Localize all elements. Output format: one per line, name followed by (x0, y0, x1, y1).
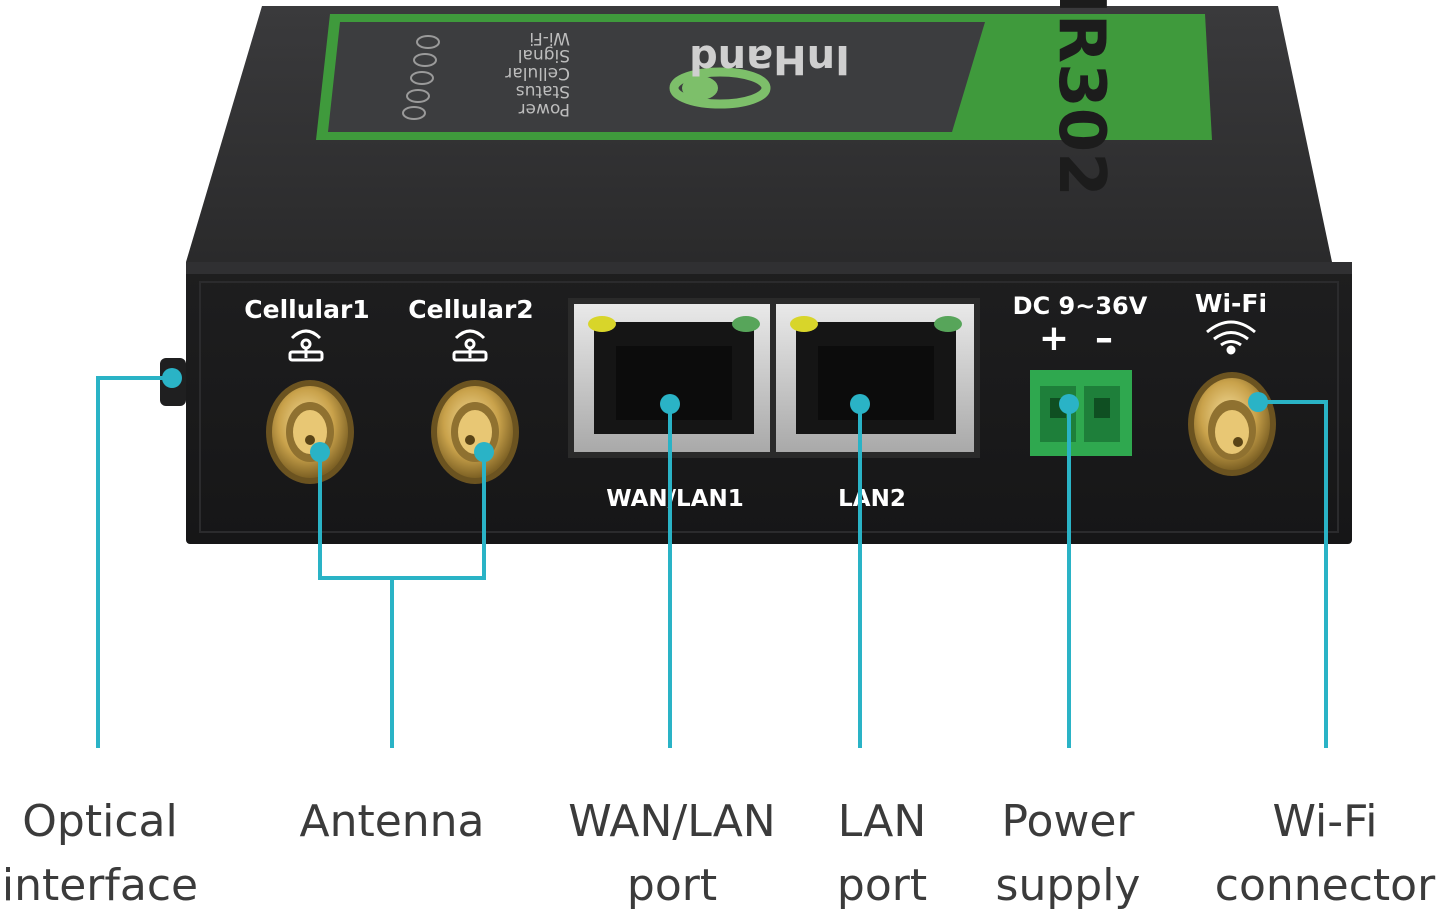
callout-line1: WAN/LAN (568, 796, 776, 847)
callout-power-supply: Power supply (978, 790, 1158, 911)
callout-line2: port (836, 860, 928, 911)
callout-dot (660, 394, 680, 414)
led-label-signal: Signal (518, 45, 570, 65)
top-led-indicators (402, 35, 440, 120)
callout-line2: connector (1214, 860, 1436, 911)
port-led-yellow (588, 316, 616, 332)
wifi-sma-connector (1188, 372, 1276, 476)
cellular1-label: Cellular1 (244, 295, 369, 324)
callout-lines (96, 376, 1328, 748)
port-led-green (934, 316, 962, 332)
antenna-icon (452, 329, 488, 362)
callout-dot (1248, 392, 1268, 412)
top-led-label-group: Power Status Cellular Signal Wi-Fi (505, 28, 570, 119)
callout-line1: Power (1001, 796, 1135, 847)
callout-lan-port: LAN port (812, 790, 952, 911)
port-led-yellow (790, 316, 818, 332)
led-label-cellular: Cellular (505, 63, 570, 83)
callout-line1: LAN (837, 796, 927, 847)
callout-antenna: Antenna (282, 790, 502, 854)
callout-line2: interface (1, 860, 199, 911)
led-label-status: Status (516, 81, 570, 101)
cellular1-sma-connector (266, 380, 354, 484)
callout-line-antenna (318, 452, 486, 580)
callout-optical-interface: Optical interface (0, 790, 200, 911)
dc-minus-label: – (1095, 318, 1113, 359)
led-label-wifi: Wi-Fi (529, 28, 570, 48)
antenna-icon (288, 329, 324, 362)
cellular2-sma-connector (431, 380, 519, 484)
callout-line-optical (96, 376, 172, 748)
wifi-label: Wi-Fi (1195, 289, 1267, 318)
callout-wifi-connector: Wi-Fi connector (1205, 790, 1445, 911)
power-terminal-block (1030, 370, 1132, 456)
callout-line2: port (626, 860, 718, 911)
callout-dot (474, 442, 494, 462)
callout-dot (162, 368, 182, 388)
dc-plus-label: + (1039, 318, 1069, 359)
wan-lan1-label: WAN/LAN1 (606, 486, 744, 512)
callout-line1: Wi-Fi (1272, 796, 1378, 847)
lan2-label: LAN2 (838, 486, 906, 512)
lan2-port (776, 304, 974, 452)
callout-dot (310, 442, 330, 462)
callout-line-wifi (1258, 400, 1328, 748)
callout-line1: Optical (22, 796, 178, 847)
cellular2-label: Cellular2 (408, 295, 533, 324)
wifi-icon (1206, 320, 1256, 355)
callout-line1: Antenna (299, 796, 485, 847)
brand-logo: InHand (669, 36, 850, 109)
model-name: IR302 (1044, 0, 1118, 197)
callout-wan-lan-port: WAN/LAN port (552, 790, 792, 911)
callout-line2: supply (995, 860, 1141, 911)
callout-dots (162, 368, 1268, 462)
port-led-green (732, 316, 760, 332)
brand-name: InHand (689, 36, 850, 82)
callout-dot (1059, 394, 1079, 414)
callout-dot (850, 394, 870, 414)
dc-voltage-label: DC 9~36V (1013, 292, 1148, 320)
led-label-power: Power (519, 99, 570, 119)
top-label-dark-area (328, 22, 985, 132)
